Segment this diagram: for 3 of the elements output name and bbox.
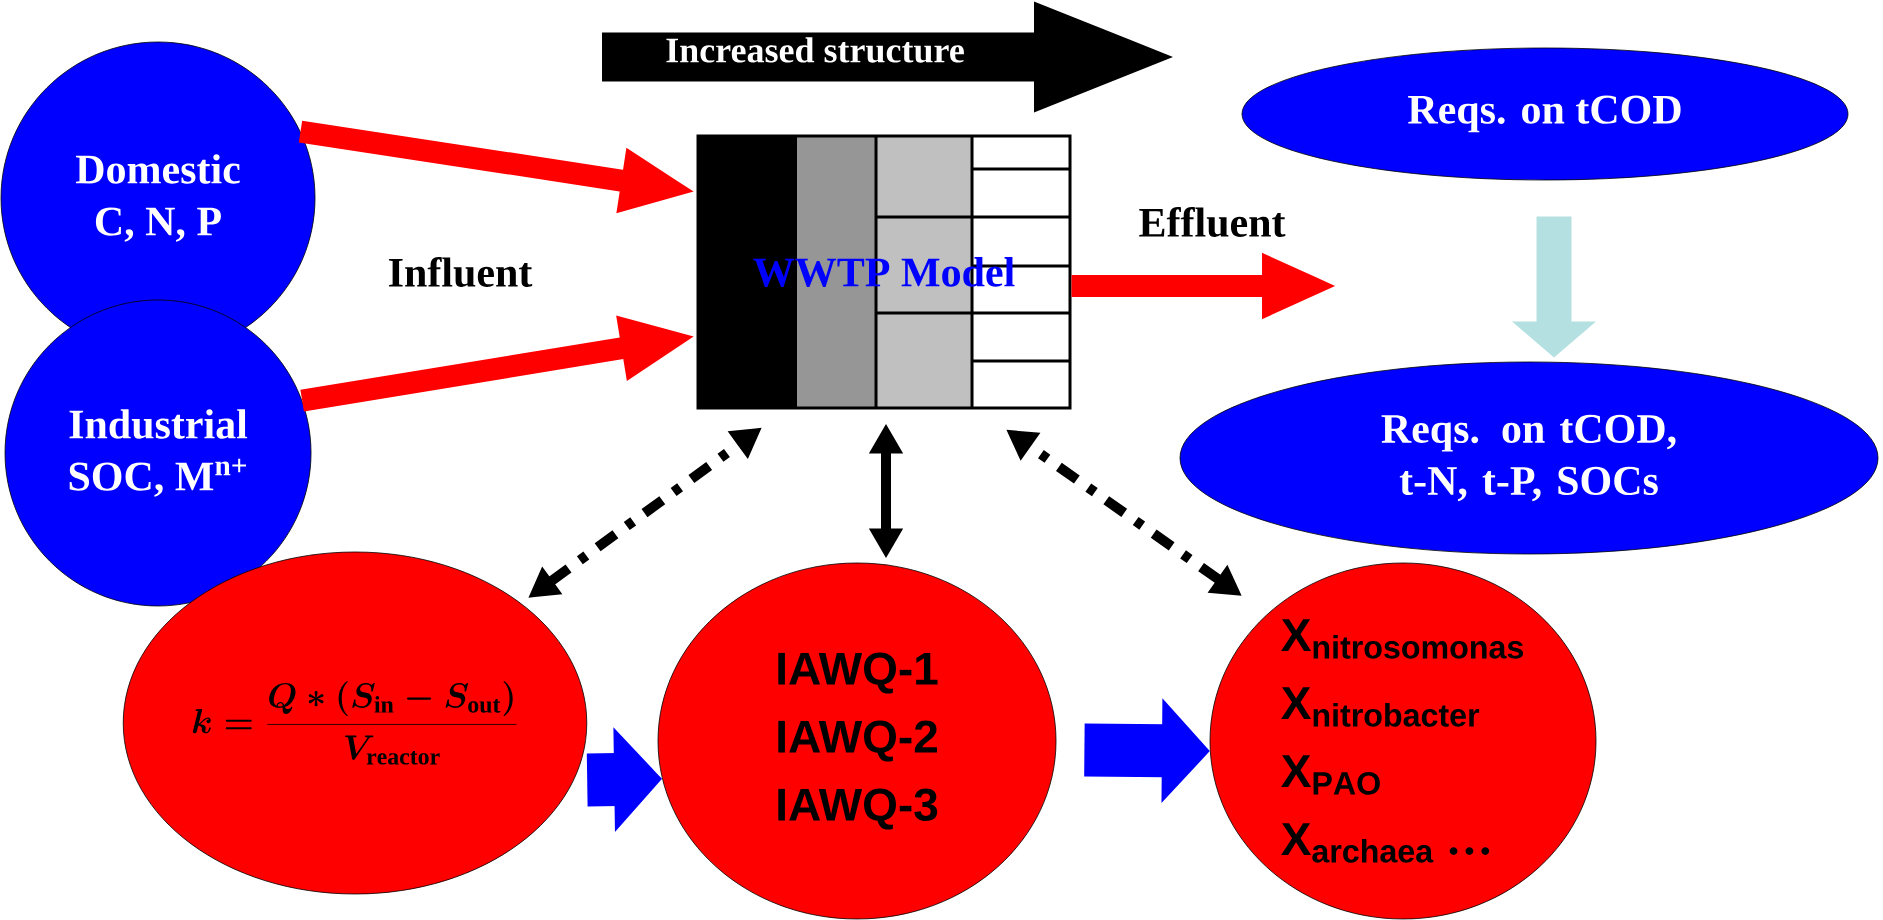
edge-label: Effluent — [1136, 204, 1288, 240]
text-label: Influent — [389, 256, 533, 288]
arrow-label: Increased structure — [666, 37, 964, 63]
